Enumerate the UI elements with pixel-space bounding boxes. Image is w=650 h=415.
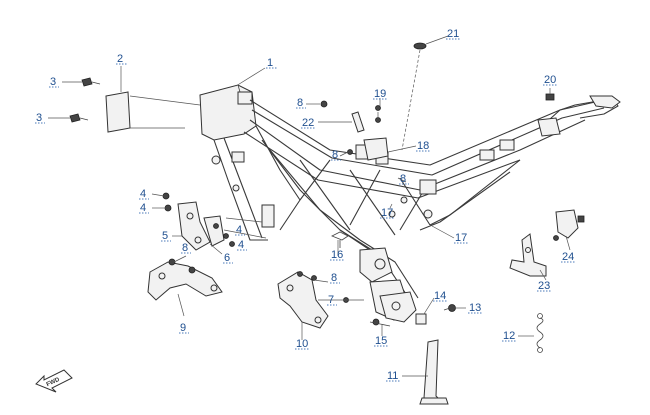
callout-10-label: 10: [296, 338, 308, 350]
callout-8e-label: 8: [331, 272, 337, 284]
plate-part-2: [105, 91, 201, 133]
callout-5: 5: [161, 230, 171, 242]
callout-10: 10: [295, 338, 310, 350]
callout-9: 9: [179, 322, 189, 334]
callout-16: 16: [330, 249, 345, 261]
callout-1: 1: [266, 57, 277, 69]
callout-8b: 8: [331, 149, 341, 161]
side-stand-part-11: [379, 291, 449, 405]
callout-8c-label: 8: [400, 173, 406, 185]
callout-4d: 4: [237, 239, 247, 251]
callout-17a-label: 17: [381, 207, 393, 219]
callout-6-label: 6: [224, 252, 230, 264]
callout-15-label: 15: [375, 335, 387, 347]
bolt-part-3a: [81, 77, 101, 87]
callout-3b-label: 3: [36, 112, 42, 124]
callout-8c: 8: [399, 173, 409, 185]
callout-4b: 4: [139, 202, 149, 214]
callout-8d: 8: [181, 242, 191, 254]
callout-8a: 8: [296, 97, 306, 109]
callout-8d-label: 8: [182, 242, 188, 254]
callout-7: 7: [327, 294, 337, 306]
callout-17b: 17: [454, 232, 469, 244]
leader-lines: [48, 35, 571, 377]
callout-4c-label: 4: [236, 224, 242, 236]
spacer-part-14: [415, 313, 427, 325]
callout-4a: 4: [139, 188, 149, 200]
callout-9-label: 9: [180, 322, 186, 334]
callout-14: 14: [433, 290, 448, 302]
callout-4d-label: 4: [238, 239, 244, 251]
callout-12: 12: [502, 330, 517, 342]
callout-3a-label: 3: [50, 76, 56, 88]
callout-11: 11: [386, 370, 401, 382]
bolt-part-8-top: [320, 100, 328, 108]
callout-18-label: 18: [417, 140, 429, 152]
callout-18: 18: [416, 140, 431, 152]
callout-3b: 3: [35, 112, 45, 124]
callout-5-label: 5: [162, 230, 168, 242]
callout-21-label: 21: [447, 28, 459, 40]
bolt-part-3b: [69, 113, 89, 123]
callout-4c: 4: [235, 224, 245, 236]
callout-8b-label: 8: [332, 149, 338, 161]
callout-2-label: 2: [117, 53, 123, 65]
forward-badge-label: FWD: [46, 377, 62, 388]
clip-part-16: [331, 231, 349, 248]
callout-7-label: 7: [328, 294, 334, 306]
callout-2: 2: [116, 53, 127, 65]
callout-19-label: 19: [374, 88, 386, 100]
fitting-part-22: [351, 111, 365, 133]
callout-13-label: 13: [469, 302, 481, 314]
callout-16-label: 16: [331, 249, 343, 261]
callout-23: 23: [537, 280, 552, 292]
callout-24: 24: [561, 251, 576, 263]
latch-part-24: [553, 209, 585, 241]
callout-6: 6: [223, 252, 233, 264]
callout-13: 13: [468, 302, 483, 314]
callout-8e: 8: [330, 272, 340, 284]
callout-21: 21: [446, 28, 461, 40]
callout-14-label: 14: [434, 290, 446, 302]
callout-20: 20: [543, 74, 558, 86]
bracket-part-23: [509, 233, 547, 277]
bracket-part-10: [277, 271, 364, 329]
mount-part-18: [347, 137, 389, 161]
cap-part-21: [401, 42, 427, 151]
bracket-part-9: [147, 258, 223, 301]
callout-4b-label: 4: [140, 202, 146, 214]
engine-bracket-part-5: [162, 192, 267, 251]
callout-20-label: 20: [544, 74, 556, 86]
callout-19: 19: [373, 88, 388, 100]
callout-23-label: 23: [538, 280, 550, 292]
forward-arrow-icon: FWD: [35, 369, 73, 393]
spring-part-12: [536, 313, 544, 353]
bolt-part-13: [443, 304, 456, 312]
callout-22: 22: [301, 117, 316, 129]
bolt-part-15: [369, 318, 391, 327]
callout-15: 15: [374, 335, 389, 347]
callout-24-label: 24: [562, 251, 574, 263]
callout-17a: 17: [380, 207, 395, 219]
main-frame: [199, 84, 621, 321]
callout-8a-label: 8: [297, 97, 303, 109]
callout-22-label: 22: [302, 117, 314, 129]
callout-12-label: 12: [503, 330, 515, 342]
callout-3a: 3: [49, 76, 59, 88]
callout-11-label: 11: [387, 370, 398, 382]
callout-1-label: 1: [267, 57, 273, 69]
callout-17b-label: 17: [455, 232, 467, 244]
cap-part-20: [545, 93, 555, 101]
callout-4a-label: 4: [140, 188, 146, 200]
bolt-part-19: [375, 105, 381, 123]
